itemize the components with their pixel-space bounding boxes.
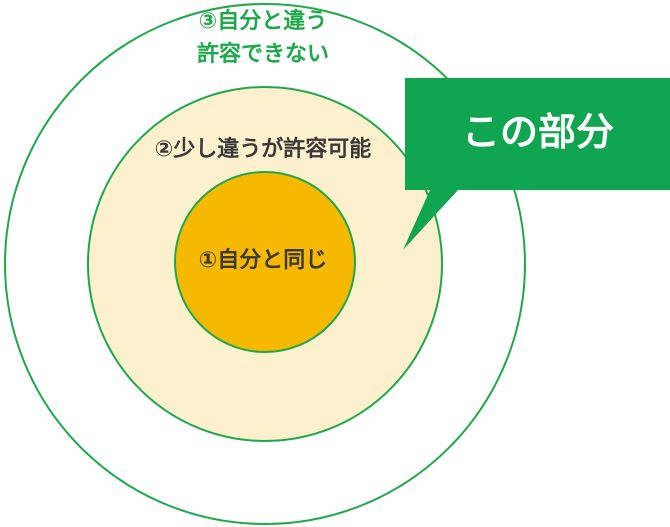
outer-label-line2: 許容できない [197, 41, 329, 67]
callout-text: この部分 [462, 110, 614, 154]
outer-label-line1: ③自分と違う [199, 8, 328, 34]
callout-shape [403, 78, 670, 250]
callout: この部分 [403, 78, 670, 250]
inner-label: ①自分と同じ [199, 247, 328, 273]
middle-label: ②少し違うが許容可能 [155, 136, 372, 162]
inner-circle [174, 171, 356, 353]
